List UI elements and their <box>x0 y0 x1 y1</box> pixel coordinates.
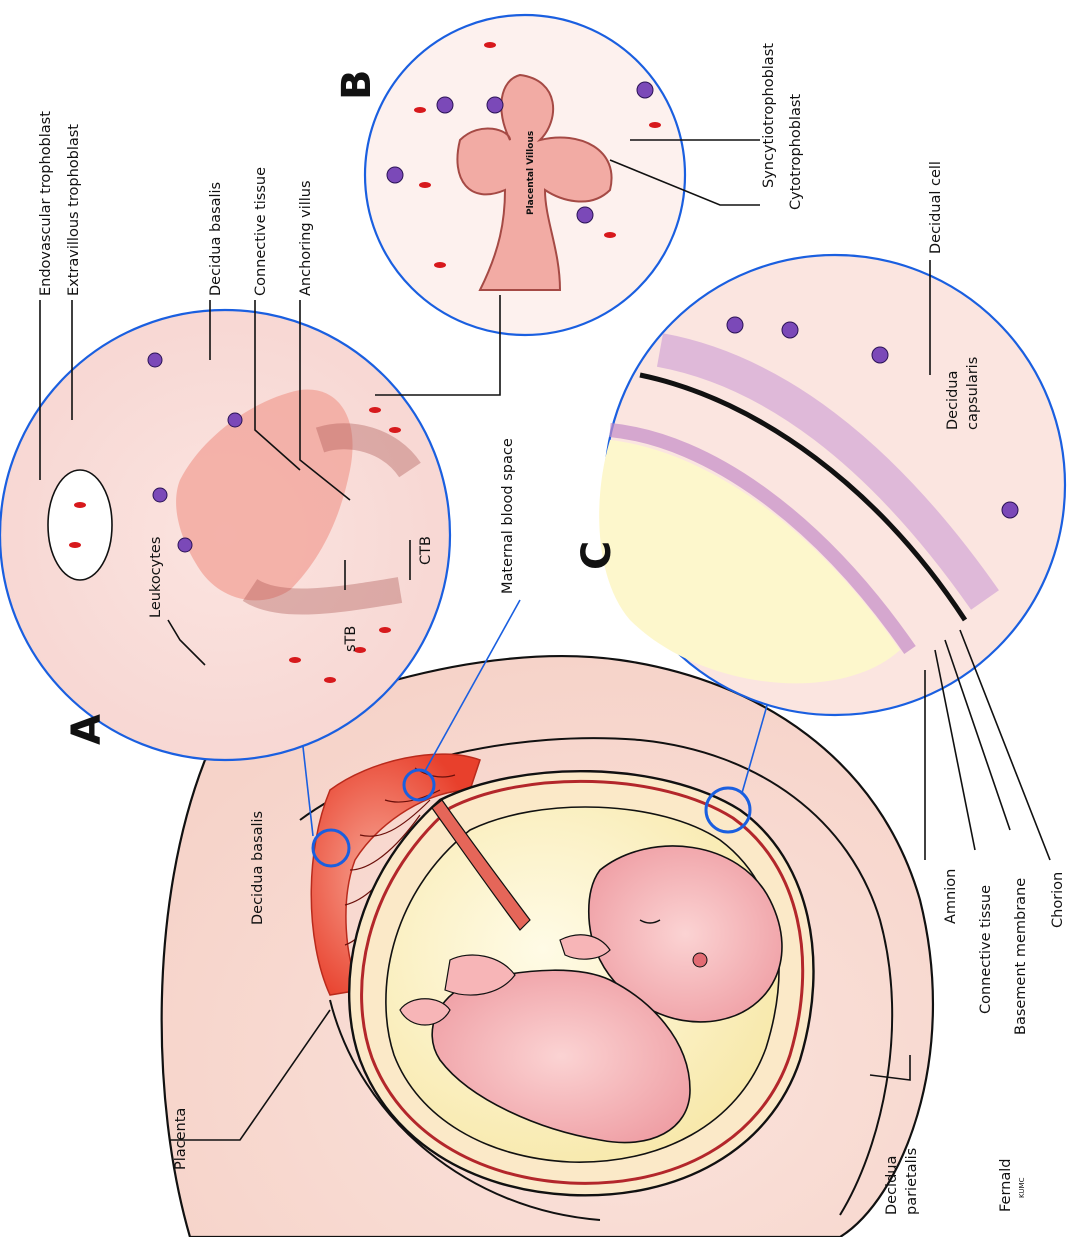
panel-b-label: B <box>334 70 380 101</box>
label-decidua-capsularis-line1: Decidua <box>945 371 961 430</box>
credit-name: Fernald <box>998 1159 1014 1212</box>
panel-c-label: C <box>574 541 620 570</box>
panel-b-detail: Placental Villous B <box>334 15 685 335</box>
credit-org: KUMC <box>1018 1177 1026 1198</box>
panel-a-label: A <box>64 714 110 745</box>
anchoring-villus-lower-arm <box>250 590 400 602</box>
label-stb: sTB <box>343 626 359 652</box>
label-chorion: Chorion <box>1050 872 1066 928</box>
panel-c-detail: C <box>574 255 1065 715</box>
label-decidua-basalis-a: Decidua basalis <box>208 182 224 296</box>
label-anchoring-villus: Anchoring villus <box>298 180 314 296</box>
label-placenta: Placenta <box>173 1108 189 1170</box>
label-basement-membrane: Basement membrane <box>1013 878 1029 1035</box>
label-ctb: CTB <box>418 536 434 565</box>
label-extravillous-trophoblast: Extravillous trophoblast <box>66 124 82 296</box>
fetus-ear <box>693 953 707 967</box>
label-connective-tissue-c: Connective tissue <box>978 885 994 1014</box>
label-cytotrophoblast: Cytotrophoblast <box>788 94 804 210</box>
label-decidua-basalis-main: Decidua basalis <box>250 811 266 925</box>
label-syncytiotrophoblast: Syncytiotrophoblast <box>761 43 777 188</box>
label-leukocytes: Leukocytes <box>148 537 164 618</box>
label-decidual-cell: Decidual cell <box>928 161 944 254</box>
placental-villous-label: Placental Villous <box>526 131 536 215</box>
label-amnion: Amnion <box>943 869 959 924</box>
panel-a-detail: A <box>0 310 450 760</box>
label-endovascular-trophoblast: Endovascular trophoblast <box>38 111 54 296</box>
label-decidua-capsularis-line2: capsularis <box>965 357 981 430</box>
spiral-artery <box>48 470 112 580</box>
label-decidua-parietalis-line2: parietalis <box>904 1148 920 1215</box>
label-decidua-parietalis-line1: Decidua <box>884 1156 900 1215</box>
label-maternal-blood-space: Maternal blood space <box>500 438 516 594</box>
label-connective-tissue-a: Connective tissue <box>253 167 269 296</box>
